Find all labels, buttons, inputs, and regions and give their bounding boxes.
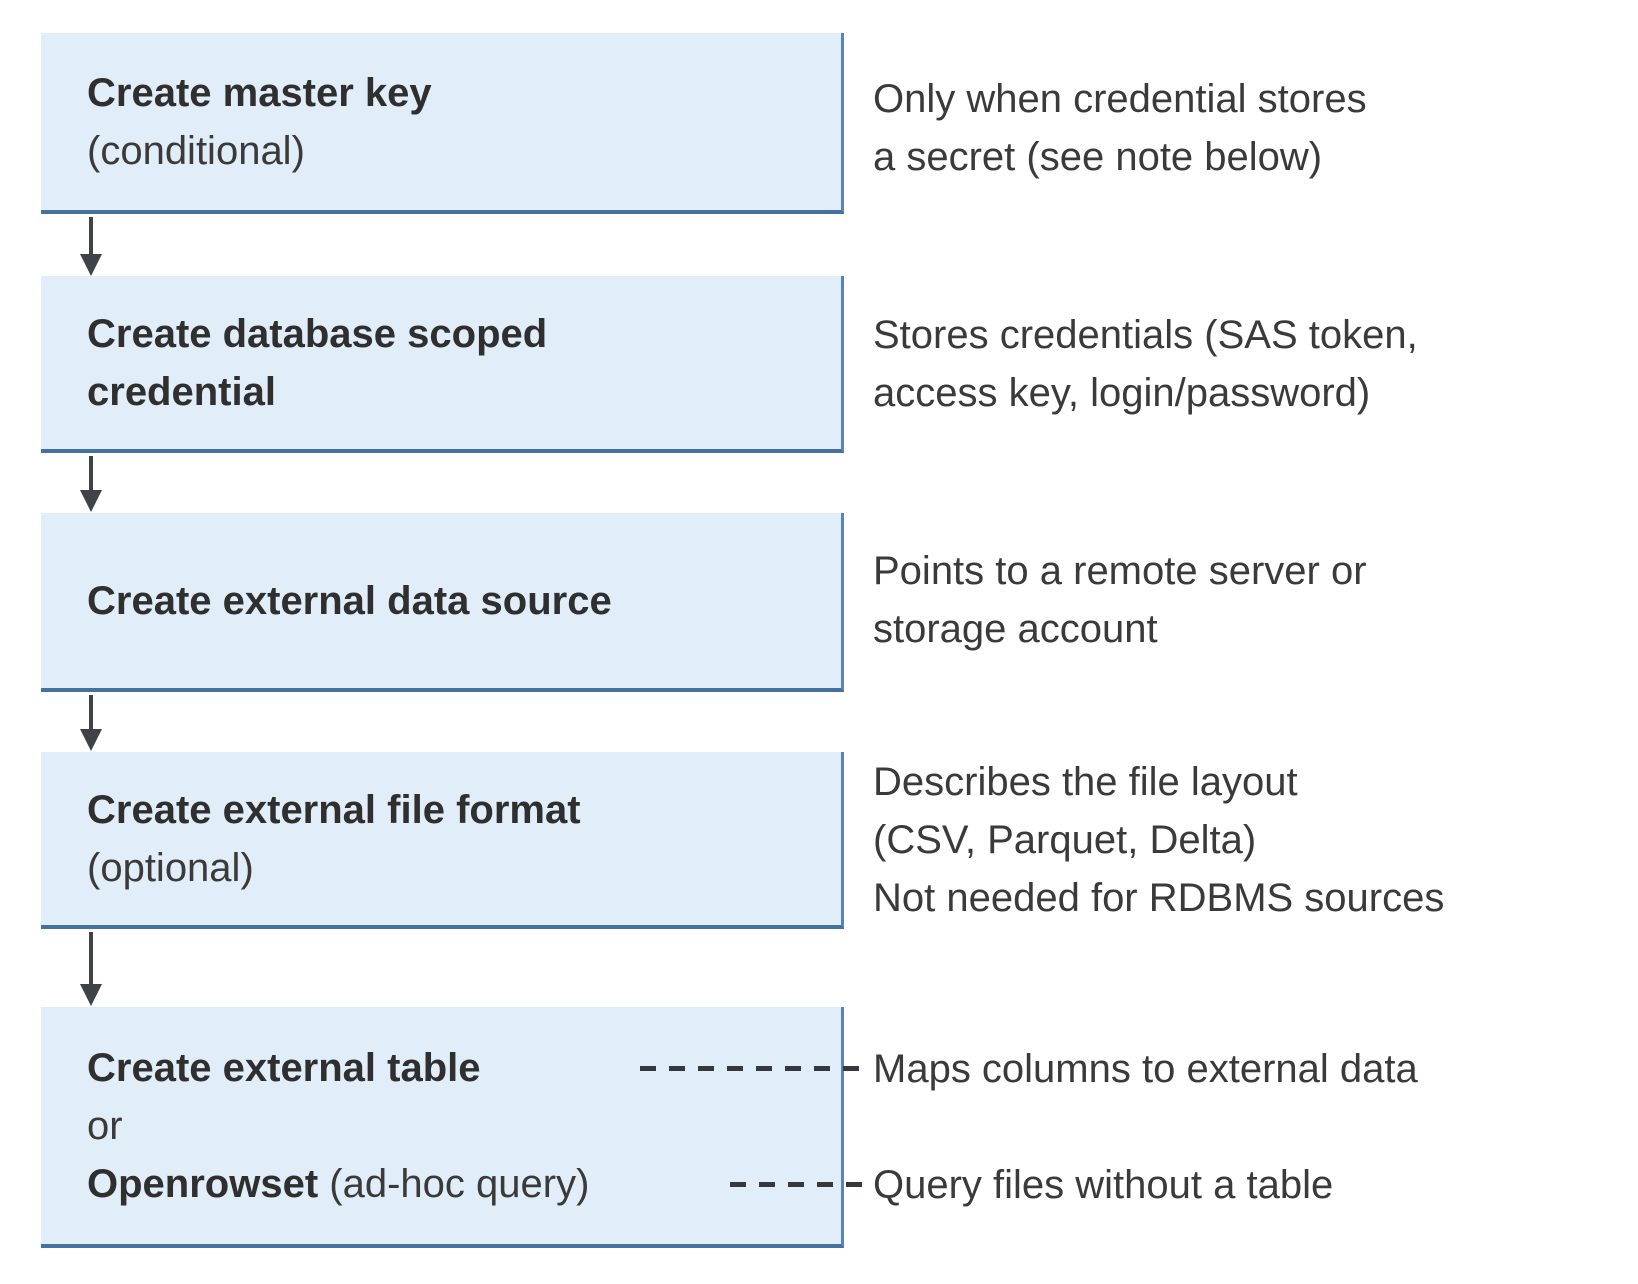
box-openrowset-line: Openrowset (ad-hoc query) [87,1161,590,1206]
flow-box-external-table-openrowset: Create external table or Openrowset (ad-… [41,1007,844,1248]
box-title: Create database scoped [87,311,548,356]
box-title: Create external table [87,1045,481,1090]
note-master-key: Only when credential stores a secret (se… [873,70,1633,186]
box-title-line: Create master key [87,64,841,122]
box-subtitle: (conditional) [87,128,305,173]
dashed-connector-external-table [640,1066,862,1071]
box-title-line: Create external file format [87,781,841,839]
box-title-line: Create database scoped [87,305,841,363]
arrow-stem [89,217,93,254]
arrow-down-icon [80,695,102,751]
note-line: Not needed for RDBMS sources [873,876,1445,920]
flow-box-external-file-format: Create external file format (optional) [41,752,844,929]
note-line: Points to a remote server or [873,549,1367,593]
arrow-head [80,729,102,751]
note-external-table: Maps columns to external data [873,1040,1633,1098]
arrow-head [80,984,102,1006]
box-subtitle-line: (optional) [87,839,841,897]
note-line: Stores credentials (SAS token, [873,313,1418,357]
box-title-line: credential [87,369,276,414]
box-subtitle-line: (conditional) [87,122,841,180]
box-or-line: or [87,1103,123,1148]
dashed-connector-openrowset [730,1182,862,1187]
flow-box-database-scoped-credential: Create database scoped credential [41,276,844,453]
note-line: Describes the file layout [873,760,1298,804]
arrow-stem [89,456,93,490]
box-subtitle: (optional) [87,845,254,890]
note-openrowset: Query files without a table [873,1156,1633,1214]
box-title-line: Create external data source [87,572,841,630]
note-line: storage account [873,607,1158,651]
note-external-data-source: Points to a remote server or storage acc… [873,542,1633,658]
box-title: Create external data source [87,578,612,623]
arrow-head [80,254,102,276]
note-line: Only when credential stores [873,77,1367,121]
arrow-head [80,490,102,512]
box-title-line: Create external table [87,1039,841,1097]
arrow-down-icon [80,932,102,1006]
arrow-stem [89,695,93,729]
note-external-file-format: Describes the file layout (CSV, Parquet,… [873,753,1633,927]
note-database-scoped-credential: Stores credentials (SAS token, access ke… [873,306,1633,422]
flow-box-master-key: Create master key (conditional) [41,33,844,214]
arrow-stem [89,932,93,984]
note-line: (CSV, Parquet, Delta) [873,818,1257,862]
box-title: Create master key [87,70,432,115]
note-line: Query files without a table [873,1163,1334,1207]
note-line: access key, login/password) [873,371,1371,415]
arrow-down-icon [80,217,102,276]
arrow-down-icon [80,456,102,512]
note-line: Maps columns to external data [873,1047,1418,1091]
note-line: a secret (see note below) [873,135,1323,179]
box-title: Create external file format [87,787,581,832]
flow-box-external-data-source: Create external data source [41,513,844,692]
